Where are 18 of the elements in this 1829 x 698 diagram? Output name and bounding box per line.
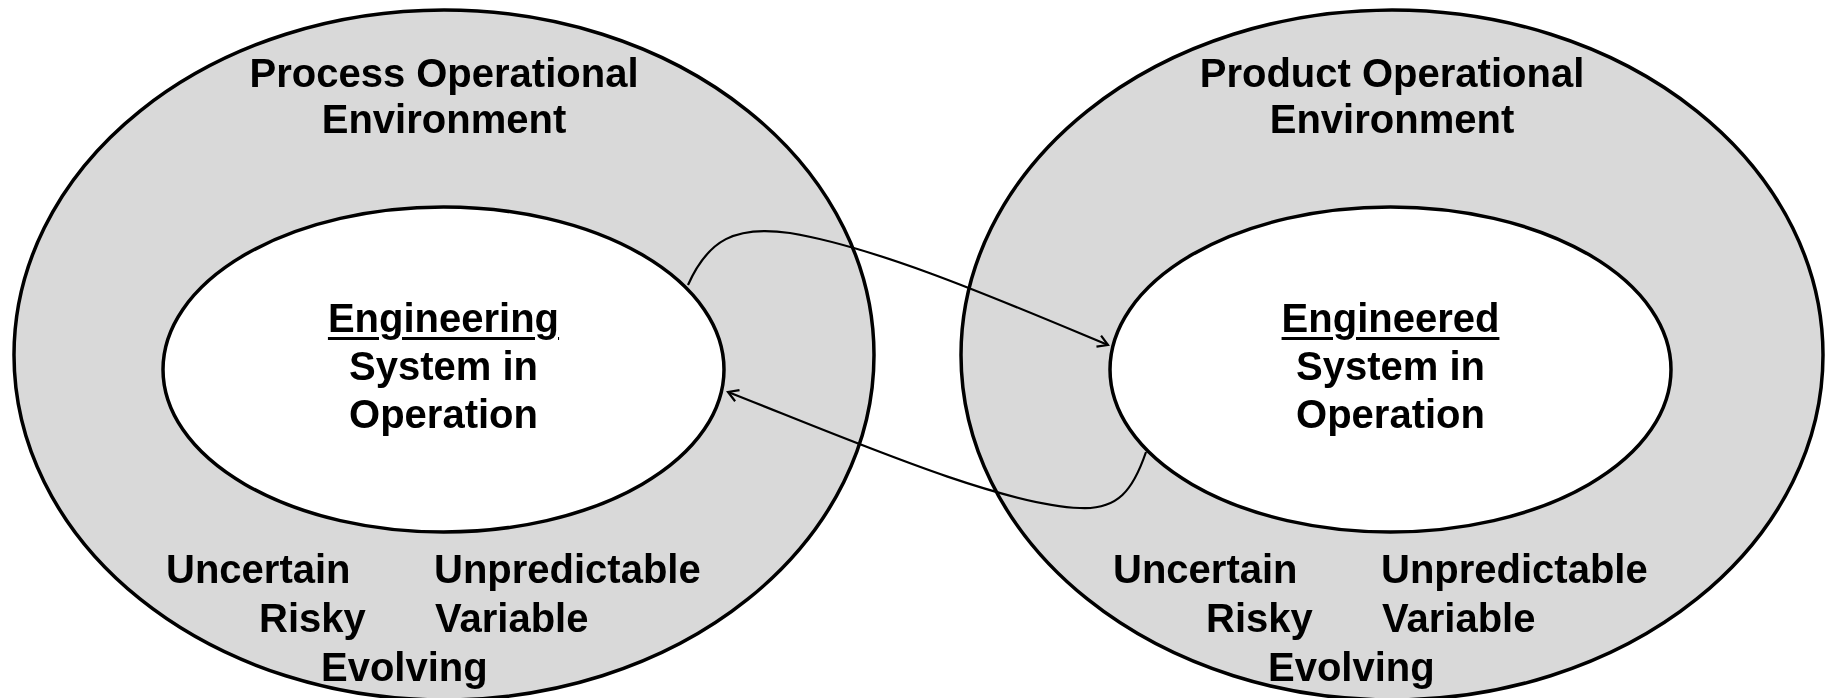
arrow [687,229,1110,348]
environment-title: Product Operational Environment [1198,50,1586,142]
trait-word: Risky [1206,595,1313,641]
trait-word: Evolving [321,644,488,690]
body-text: System in Operation [348,342,539,438]
body-text: System in Operation [1295,342,1486,438]
trait-word: Variable [435,595,589,641]
trait-word: Unpredictable [1381,546,1648,592]
trait-word: Uncertain [1113,546,1298,592]
environment-title: Process Operational Environment [248,50,640,142]
trait-word: Uncertain [166,546,351,592]
trait-word: Risky [259,595,366,641]
heading-text: Engineered [1280,294,1501,342]
arrow [726,389,1148,510]
trait-word: Unpredictable [434,546,701,592]
trait-word: Evolving [1268,644,1435,690]
trait-word: Variable [1382,595,1536,641]
heading-text: Engineering [326,294,561,342]
